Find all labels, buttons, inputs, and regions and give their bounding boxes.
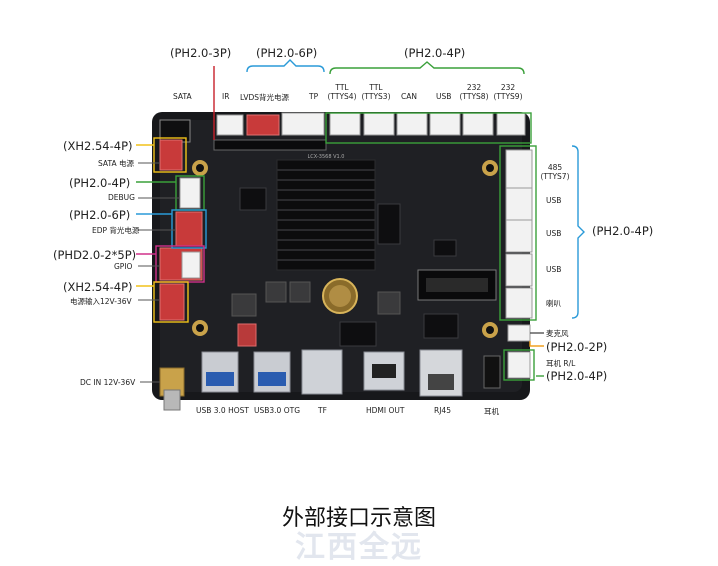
top-ph4p-frame <box>325 112 532 144</box>
port-label-232-ttys9: 232(TTYS9) <box>493 83 523 101</box>
m2-slot-inner <box>426 278 488 292</box>
bottom-label-usb3-host: USB 3.0 HOST <box>196 406 249 415</box>
mount-holes <box>192 160 498 338</box>
right-label-mic: 麦克风 <box>546 329 569 338</box>
diagram-caption: 外部接口示意图 <box>281 506 436 531</box>
left-type-4: (XH2.54-4P) <box>63 280 133 294</box>
bottom-label-rj45: RJ45 <box>434 406 451 415</box>
left-type-2: (PH2.0-6P) <box>69 208 131 222</box>
lvds-backlight-connector <box>246 114 280 136</box>
bottom-label-earphone: 耳机 <box>484 407 499 416</box>
port-label-can: CAN <box>401 92 417 101</box>
bottom-label-tf: TF <box>318 406 327 415</box>
port-label-usb: USB <box>436 92 452 101</box>
port-label-lvds: LVDS背光电源 <box>240 93 290 102</box>
port-label-ir: IR <box>222 92 230 101</box>
top-label-ph2-4p: (PH2.0-4P) <box>404 46 466 60</box>
bottom-label-hdmi-out: HDMI OUT <box>366 406 405 415</box>
left-name-0: SATA 电源 <box>98 159 134 168</box>
port-label-tp: TP <box>309 92 319 101</box>
left-dc-in: DC IN 12V-36V <box>80 378 136 387</box>
left-name-1: DEBUG <box>108 193 135 202</box>
capacitor <box>237 323 257 347</box>
top-brackets <box>213 59 525 140</box>
top-label-ph2-6p: (PH2.0-6P) <box>256 46 318 60</box>
top-label-ph2-3p: (PH2.0-3P) <box>170 46 232 60</box>
top-pin-header <box>213 139 327 151</box>
left-pointers <box>138 162 180 383</box>
left-name-4: 电源输入12V-36V <box>70 297 132 306</box>
right-brace <box>571 145 585 319</box>
chips <box>239 187 459 347</box>
left-connectors <box>159 139 203 321</box>
left-name-2: EDP 背光电源 <box>92 226 140 235</box>
port-label-232-ttys8: 232(TTYS8) <box>459 83 489 101</box>
right-label-usb-2: USB <box>546 229 562 238</box>
watermark: 江西全远 <box>295 530 423 565</box>
right-label-485: 485(TTYS7) <box>540 163 570 181</box>
left-type-1: (PH2.0-4P) <box>69 176 131 190</box>
right-label-speaker: 喇叭 <box>546 299 561 308</box>
left-type-3: (PHD2.0-2*5P) <box>53 248 137 262</box>
rtc-battery-face <box>329 285 351 307</box>
port-label-sata: SATA <box>173 92 192 101</box>
top-connectors <box>216 112 526 136</box>
right-group-ph2-2p: (PH2.0-2P) <box>546 340 608 354</box>
right-label-earphone: 耳机 R/L <box>546 359 576 368</box>
right-label-usb-3: USB <box>546 265 562 274</box>
right-connectors <box>505 149 533 379</box>
right-leaders <box>529 332 544 377</box>
right-group-ph2-4p-b: (PH2.0-4P) <box>546 369 608 383</box>
left-name-3: GPIO <box>114 262 133 271</box>
left-frames <box>136 137 207 323</box>
earphone-frame <box>503 349 535 381</box>
port-label-ttl2: TTL(TTYS3) <box>361 83 391 101</box>
right-ph4p-frame <box>499 145 537 321</box>
right-label-usb-1: USB <box>546 196 562 205</box>
inductors <box>231 281 401 317</box>
left-type-0: (XH2.54-4P) <box>63 139 133 153</box>
bottom-connectors <box>159 349 501 411</box>
heatsink <box>276 159 376 271</box>
bottom-label-usb3-otg: USB3.0 OTG <box>254 406 301 415</box>
port-label-ttl1: TTL(TTYS4) <box>327 83 357 101</box>
board-silk: LCX-3568 V1.0 <box>308 154 345 160</box>
right-group-ph2-4p: (PH2.0-4P) <box>592 224 654 238</box>
